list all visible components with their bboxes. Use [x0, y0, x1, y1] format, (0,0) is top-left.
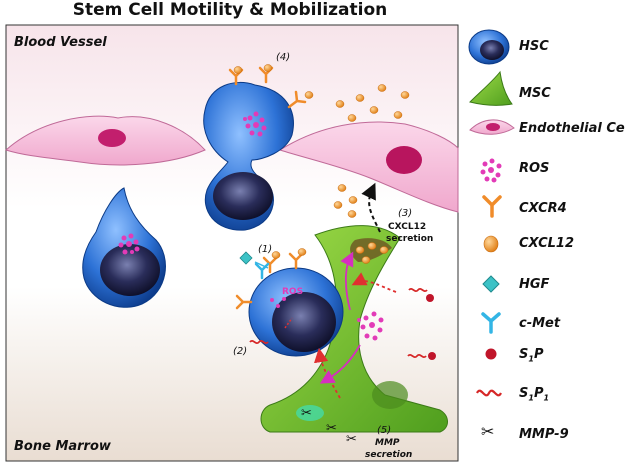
ros-clusters	[118, 111, 384, 341]
legend-label-hsc: HSC	[519, 39, 549, 54]
step-5-label: (5)	[377, 425, 391, 436]
step-3-text-b: secretion	[386, 234, 433, 244]
mmp9-scissors: ✂ ✂ ✂	[301, 406, 357, 447]
hsc-cell-icon	[468, 29, 510, 65]
cxcl12-ligands	[233, 64, 410, 264]
svg-text:✂: ✂	[346, 432, 357, 447]
s1p-dots	[426, 294, 436, 360]
legend-label-msc: MSC	[519, 86, 551, 101]
legend-label-s1p: S1P	[519, 347, 544, 364]
endothelial-cell-icon	[469, 119, 515, 135]
ros-dots-icon	[480, 158, 502, 183]
legend-label-cxcr4: CXCR4	[519, 201, 567, 216]
s1p1-receptors	[249, 287, 428, 359]
legend-label-cxcl12: CXCL12	[519, 236, 575, 251]
step-5-text-a: MMP	[375, 438, 400, 448]
scissors-icon: ✂	[481, 422, 494, 441]
endothelial-cell-right	[278, 121, 459, 213]
cxcr4-receptor-icon	[482, 195, 502, 218]
hgf-ligand	[239, 251, 253, 265]
legend-label-hgf: HGF	[519, 277, 550, 292]
step-3-text-a: CXCL12	[388, 222, 426, 232]
hgf-binding-line	[254, 261, 269, 269]
endothelial-cell-left	[5, 115, 206, 166]
svg-text:✂: ✂	[301, 406, 312, 421]
bone-marrow-label: Bone Marrow	[14, 439, 112, 454]
page-title: Stem Cell Motility & Mobilization	[72, 0, 388, 20]
ros-arrow-up	[340, 251, 354, 311]
legend-label-ros: ROS	[519, 161, 550, 176]
legend-label-mmp9: MMP-9	[519, 427, 569, 442]
step-5-text-b: secretion	[365, 450, 412, 460]
msc-cell-icon	[469, 70, 513, 106]
msc-cell	[260, 225, 448, 433]
s1p-signal-arrow-upper	[351, 272, 397, 293]
step-1-label: (1)	[258, 244, 272, 255]
hsc-center	[248, 267, 344, 357]
cxcl12-ligand-icon	[483, 235, 499, 253]
cxcr4-receptors	[228, 66, 307, 310]
svg-text:✂: ✂	[326, 421, 337, 436]
s1p1-receptor-icon	[476, 389, 502, 397]
cmet-receptor-icon	[481, 312, 501, 334]
legend-label-cmet: c-Met	[519, 316, 561, 331]
legend: ✂	[468, 29, 515, 441]
hgf-diamond-icon	[482, 275, 500, 293]
legend-label-endothelial: Endothelial Cell	[519, 121, 625, 136]
blood-vessel-label: Blood Vessel	[14, 35, 107, 50]
step-2-label: (2)	[233, 346, 247, 357]
legend-label-s1p1: S1P1	[519, 386, 550, 403]
ros-arrow-down	[319, 344, 361, 384]
step-3-label: (3)	[398, 208, 412, 219]
cxcl12-arrow	[361, 182, 381, 233]
hsc-left	[82, 187, 166, 308]
ros-high-label: ROS	[282, 287, 303, 297]
hsc-transmigrating	[203, 81, 294, 231]
s1p-dot-icon	[485, 348, 497, 360]
step-4-label: (4)	[276, 52, 290, 63]
cmet-receptor	[254, 262, 270, 280]
